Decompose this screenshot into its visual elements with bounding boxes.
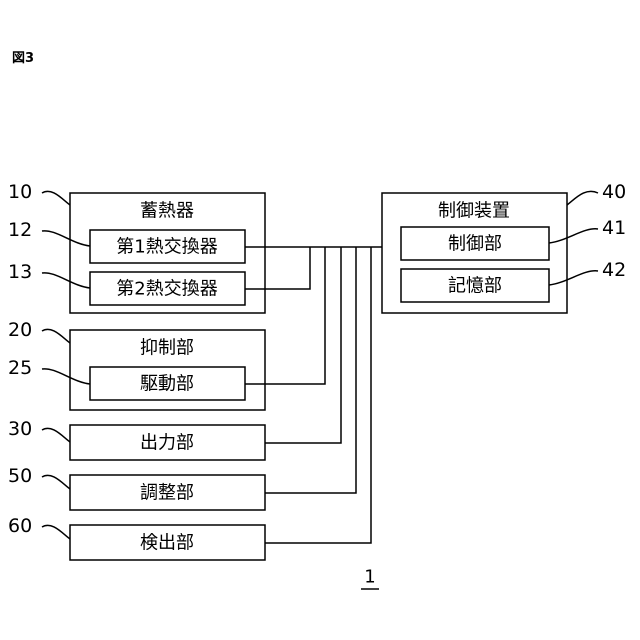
leader-10 bbox=[42, 191, 70, 205]
memory-unit-label: 記憶部 bbox=[448, 276, 502, 297]
detect-label: 検出部 bbox=[140, 533, 194, 554]
leader-60 bbox=[42, 525, 70, 539]
heat-storage-label: 蓄熱器 bbox=[140, 201, 194, 222]
ref-60: 60 bbox=[8, 515, 32, 537]
ref-42: 42 bbox=[602, 259, 626, 281]
hx1-label: 第1熱交換器 bbox=[116, 237, 217, 258]
suppression-label: 抑制部 bbox=[140, 338, 194, 359]
ref-41: 41 bbox=[602, 217, 626, 239]
ref-25: 25 bbox=[8, 357, 32, 379]
ref-30: 30 bbox=[8, 418, 32, 440]
leader-50 bbox=[42, 475, 70, 489]
system-ref: 1 bbox=[364, 567, 375, 588]
ref-13: 13 bbox=[8, 261, 32, 283]
adjust-label: 調整部 bbox=[140, 483, 194, 504]
hx2-label: 第2熱交換器 bbox=[116, 279, 217, 300]
ref-20: 20 bbox=[8, 319, 32, 341]
ref-10: 10 bbox=[8, 181, 32, 203]
figure-label: 図3 bbox=[12, 51, 34, 66]
leader-30 bbox=[42, 428, 70, 442]
leader-40 bbox=[567, 191, 598, 205]
controller-label: 制御装置 bbox=[438, 201, 510, 222]
wire-output bbox=[265, 247, 341, 443]
ref-12: 12 bbox=[8, 219, 32, 241]
wire-detect bbox=[265, 247, 371, 543]
drive-label: 駆動部 bbox=[140, 374, 194, 395]
control-unit-label: 制御部 bbox=[448, 234, 502, 255]
output-label: 出力部 bbox=[140, 433, 194, 454]
leader-20 bbox=[42, 329, 70, 343]
ref-40: 40 bbox=[602, 181, 626, 203]
ref-50: 50 bbox=[8, 465, 32, 487]
